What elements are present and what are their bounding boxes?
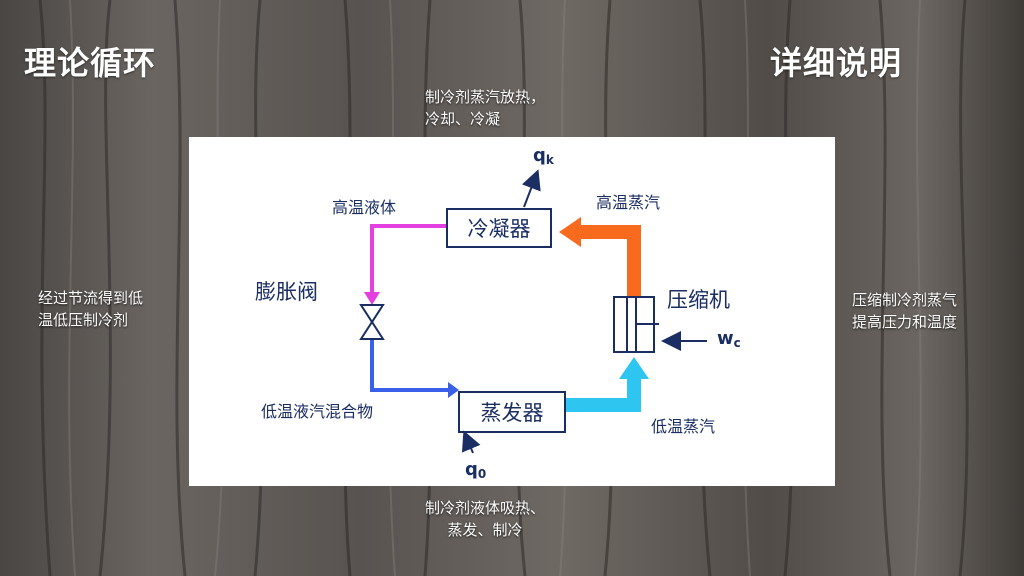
heat-out-arrow <box>521 169 541 208</box>
high-temp-vapor-line <box>559 217 641 297</box>
high-temp-liquid-label: 高温液体 <box>332 198 396 217</box>
page-title: 理论循环 <box>24 44 157 82</box>
work-subscript: c <box>734 336 741 350</box>
evaporator-label: 蒸发器 <box>481 401 544 425</box>
section-title: 详细说明 <box>770 44 903 82</box>
heat-in-arrow <box>461 430 481 454</box>
expansion-note: 经过节流得到低 温低压制冷剂 <box>38 289 144 329</box>
mixture-line-arrow <box>448 382 459 398</box>
evaporator-box <box>458 391 566 433</box>
high-temp-vapor-arrow <box>559 217 581 247</box>
work-w: w <box>717 328 734 349</box>
condenser-label: 冷凝器 <box>468 217 531 241</box>
low-temp-vapor-arrow <box>619 357 649 379</box>
compressor-label: 压缩机 <box>667 288 730 312</box>
heat-out-q: q <box>533 145 546 166</box>
low-temp-vapor-line <box>565 357 649 412</box>
liquid-line-arrow <box>364 292 380 305</box>
mixture-line <box>370 340 459 398</box>
compressor-note: 压缩制冷剂蒸气 提高压力和温度 <box>852 291 958 331</box>
heat-in-subscript: 0 <box>478 467 486 481</box>
expansion-valve-label: 膨胀阀 <box>255 280 318 304</box>
evaporator-note: 制冷剂液体吸热、 蒸发、制冷 <box>425 499 546 539</box>
high-temp-vapor-label: 高温蒸汽 <box>596 193 660 212</box>
expansion-valve-symbol <box>359 304 385 340</box>
low-temp-vapor-label: 低温蒸汽 <box>651 417 715 436</box>
heat-out-subscript: k <box>546 153 555 167</box>
refrigeration-cycle-diagram: 冷凝器 蒸发器 膨胀阀 压缩机 高温液体 高温蒸汽 低温液汽混合物 低温蒸汽 q… <box>189 137 835 486</box>
condenser-box <box>446 208 552 248</box>
work-input-symbol: wc <box>717 328 741 350</box>
heat-in-q: q <box>465 459 478 480</box>
heat-out-symbol: qk <box>533 145 555 167</box>
heat-in-symbol: q0 <box>465 459 486 481</box>
low-temp-mixture-label: 低温液汽混合物 <box>261 402 373 421</box>
condenser-note: 制冷剂蒸汽放热， 冷却、冷凝 <box>425 88 546 128</box>
compressor-symbol <box>613 296 659 353</box>
liquid-line <box>364 224 447 305</box>
